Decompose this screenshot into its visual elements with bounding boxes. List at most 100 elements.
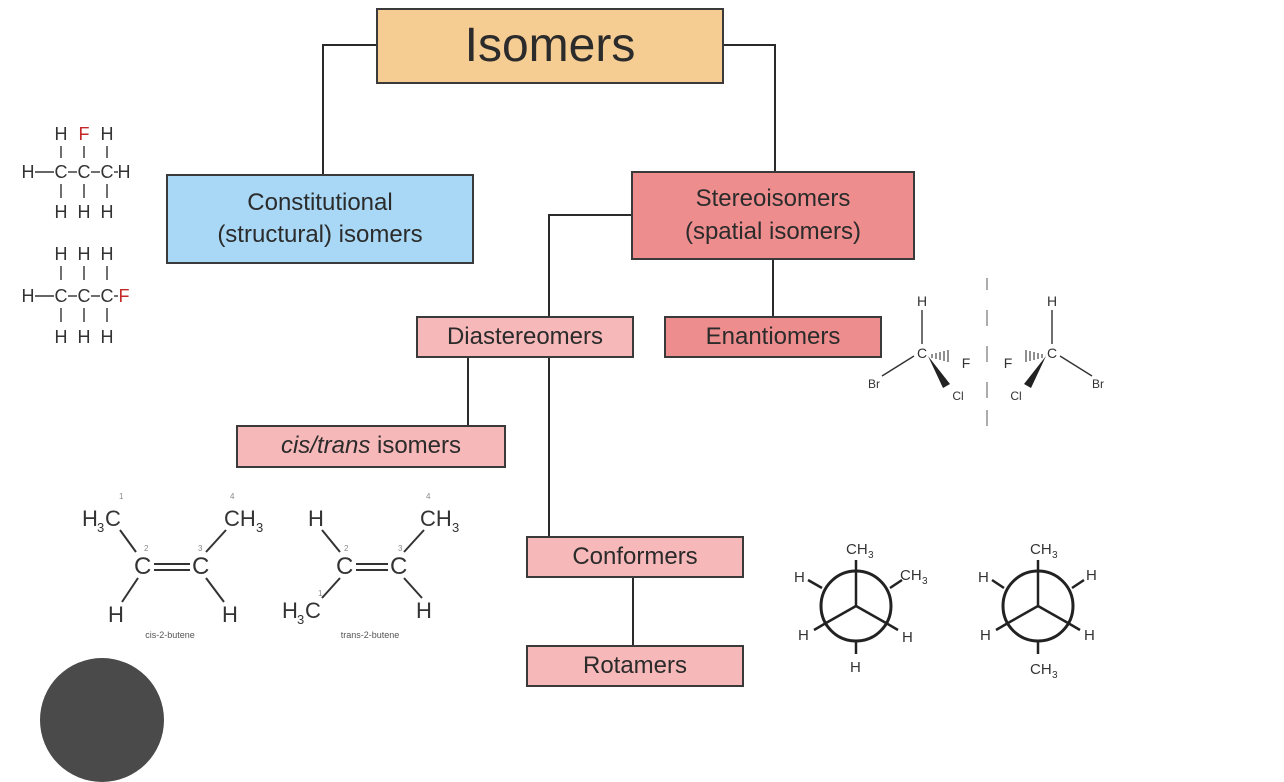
atom-f: F: [119, 286, 130, 306]
connector-line: [548, 214, 550, 317]
connector-line: [772, 259, 774, 317]
constitutional-label-line2: (structural) isomers: [217, 221, 423, 248]
rotamers-box: Rotamers: [526, 645, 744, 687]
enantiomers-box: Enantiomers: [664, 316, 882, 358]
atom-c: C: [917, 345, 927, 361]
atom-h: H: [108, 602, 124, 627]
enantiomer-structures: H C F Br Cl H C F Br Cl: [868, 278, 1104, 426]
atom-c: C: [134, 553, 151, 580]
subscript-3: 3: [256, 520, 263, 535]
atom-h: H: [1084, 627, 1095, 644]
conformers-label: Conformers: [572, 542, 698, 570]
diastereomers-box: Diastereomers: [416, 316, 634, 358]
methyl-ch: CH: [900, 567, 922, 584]
atom-c: C: [390, 553, 407, 580]
methyl-h: H: [282, 598, 298, 623]
methyl-ch: CH: [420, 506, 452, 531]
atom-h: H: [22, 286, 35, 306]
methyl-ch: CH: [846, 541, 868, 558]
connector-line: [548, 357, 550, 537]
atom-c: C: [101, 286, 114, 306]
cis-2-butene-caption: cis-2-butene: [145, 630, 195, 640]
connector-line: [322, 44, 324, 175]
atom-h: H: [78, 202, 91, 222]
atom-h: H: [794, 569, 805, 586]
connector-line: [722, 44, 776, 46]
isomers-box: Isomers: [376, 8, 724, 84]
floating-action-button[interactable]: [40, 658, 164, 782]
atom-f: F: [79, 124, 90, 144]
enantiomers-label: Enantiomers: [705, 322, 841, 350]
newman-projections: CH 3 CH 3 H H H H CH 3 H H H H CH 3: [794, 541, 1097, 681]
atom-br: Br: [868, 377, 880, 391]
locant: 2: [344, 544, 349, 553]
atom-h: H: [78, 327, 91, 347]
atom-h: H: [55, 202, 68, 222]
locant: 2: [144, 544, 149, 553]
atom-h: H: [1086, 567, 1097, 584]
atom-c: C: [55, 162, 68, 182]
isomers-label: Isomers: [464, 18, 636, 72]
atom-h: H: [416, 598, 432, 623]
atom-f: F: [962, 355, 971, 371]
methyl-ch: CH: [1030, 661, 1052, 678]
methyl-ch: CH: [1030, 541, 1052, 558]
atom-h: H: [101, 124, 114, 144]
connector-line: [467, 357, 469, 426]
atom-h: H: [101, 202, 114, 222]
stereoisomers-label-line2: (spatial isomers): [684, 217, 862, 245]
connector-line: [774, 44, 776, 172]
atom-h: H: [22, 162, 35, 182]
atom-c: C: [101, 162, 114, 182]
atom-h: H: [978, 569, 989, 586]
subscript-3: 3: [97, 520, 104, 535]
methyl-h: H: [82, 506, 98, 531]
atom-cl: Cl: [952, 389, 963, 403]
constitutional-isomers-box: Constitutional (structural) isomers: [166, 174, 474, 264]
rotamers-label: Rotamers: [582, 651, 688, 679]
atom-c: C: [78, 162, 91, 182]
atom-h: H: [917, 293, 927, 309]
locant: 3: [398, 544, 403, 553]
atom-c: C: [336, 553, 353, 580]
cis-trans-rest-label: isomers: [370, 432, 462, 460]
subscript-3: 3: [452, 520, 459, 535]
constitutional-structures: H F H H C C C H H H H H H H H C C C F H …: [22, 124, 131, 347]
conformers-box: Conformers: [526, 536, 744, 578]
connector-line: [322, 44, 378, 46]
cis-trans-isomers-box: cis/trans isomers: [236, 425, 506, 468]
atom-h: H: [308, 506, 324, 531]
atom-c: C: [305, 598, 321, 623]
atom-h: H: [1047, 293, 1057, 309]
stereoisomers-label-line1: Stereoisomers: [695, 185, 851, 213]
atom-c: C: [78, 286, 91, 306]
methyl-ch: CH: [224, 506, 256, 531]
atom-h: H: [980, 627, 991, 644]
subscript-3: 3: [922, 576, 928, 587]
atom-h: H: [78, 244, 91, 264]
locant: 4: [426, 492, 431, 501]
diastereomers-label: Diastereomers: [446, 322, 604, 350]
atom-h: H: [850, 659, 861, 676]
subscript-3: 3: [868, 550, 874, 561]
atom-f: F: [1004, 355, 1013, 371]
connector-line: [548, 214, 632, 216]
atom-h: H: [101, 244, 114, 264]
constitutional-label-line1: Constitutional: [247, 188, 393, 216]
atom-h: H: [902, 629, 913, 646]
atom-h: H: [55, 244, 68, 264]
cis-2-butene-structure: H 3 C CH 3 C C H H 1 2 3 4 cis-2-butene: [82, 492, 263, 640]
connector-line: [632, 577, 634, 646]
trans-2-butene-caption: trans-2-butene: [341, 630, 400, 640]
atom-h: H: [222, 602, 238, 627]
locant: 1: [119, 492, 124, 501]
locant: 1: [318, 589, 323, 598]
stereoisomers-box: Stereoisomers (spatial isomers): [631, 171, 915, 260]
locant: 3: [198, 544, 203, 553]
subscript-3: 3: [1052, 670, 1058, 681]
atom-h: H: [55, 327, 68, 347]
atom-h: H: [798, 627, 809, 644]
subscript-3: 3: [297, 612, 304, 627]
trans-2-butene-structure: H CH 3 C C H 3 C H 2 3 4 1 trans-2-buten…: [282, 492, 459, 640]
atom-c: C: [105, 506, 121, 531]
